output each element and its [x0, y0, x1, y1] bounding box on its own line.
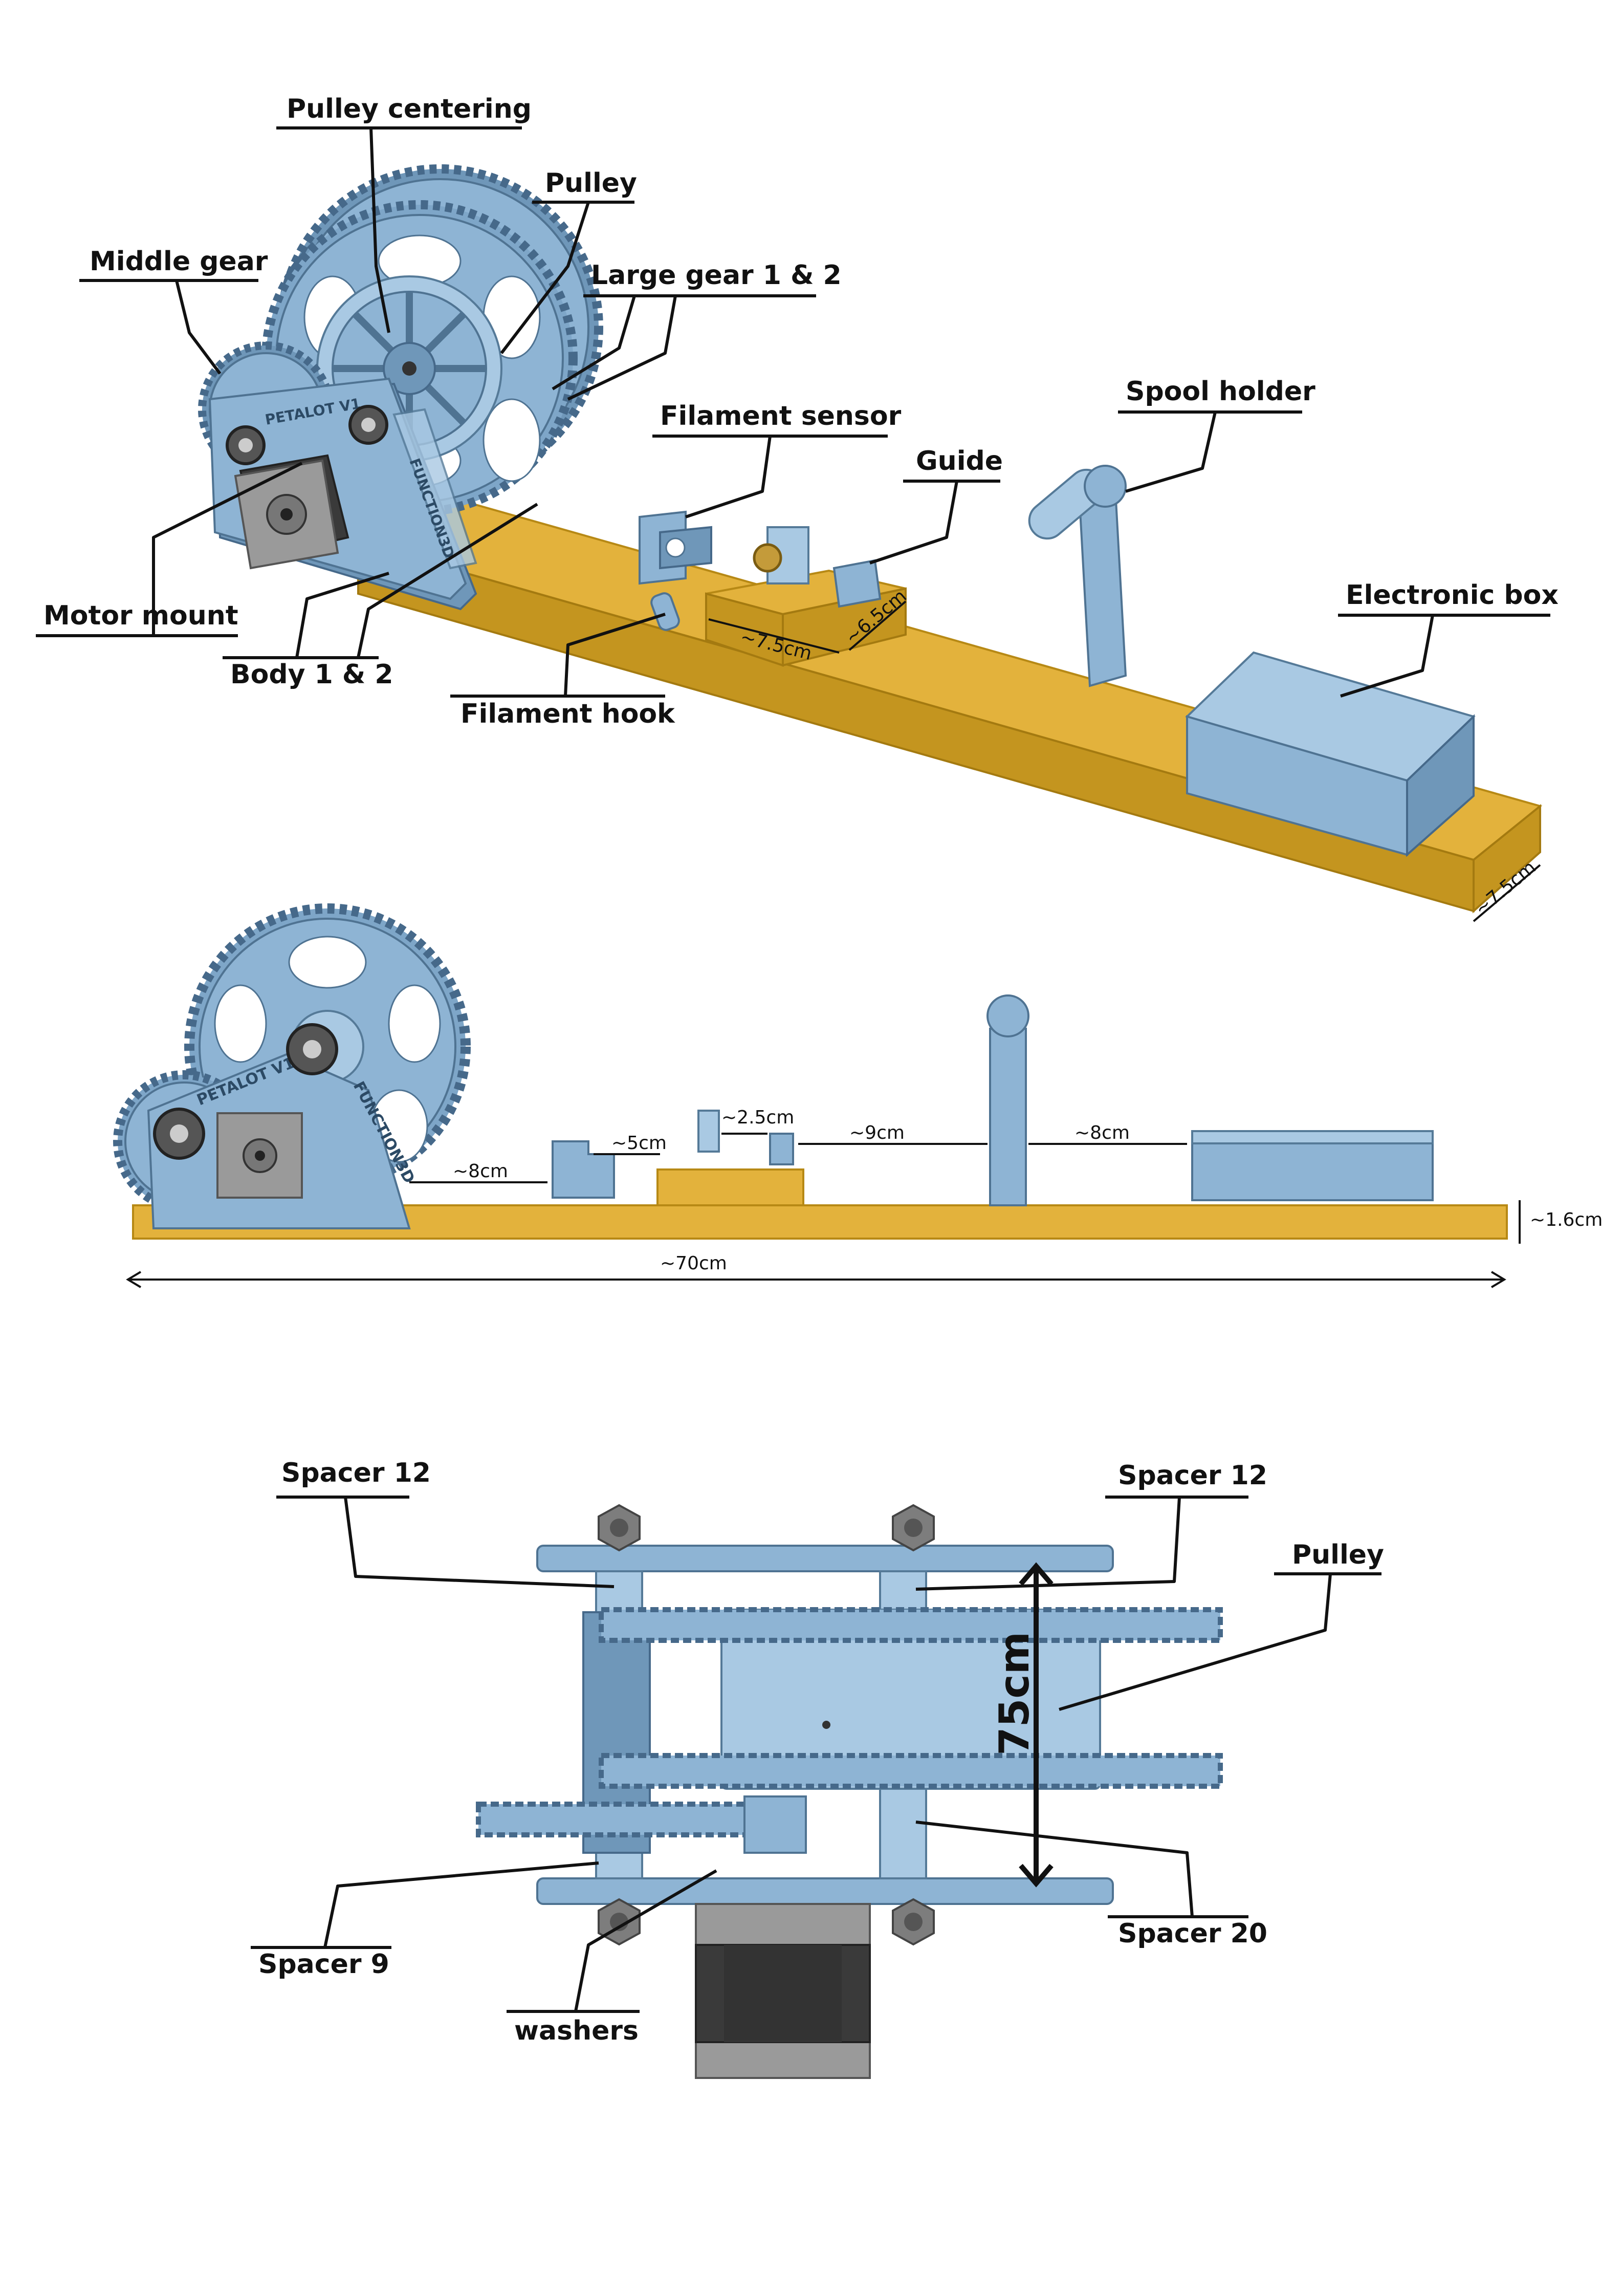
dim-body-to-sensor: ~8cm [453, 1161, 508, 1182]
callout-spacer-9: Spacer 9 [251, 1861, 599, 1980]
svg-text:Middle gear: Middle gear [90, 246, 268, 277]
filament-hook [650, 592, 680, 631]
filament-sensor [639, 510, 712, 585]
svg-text:Pulley: Pulley [1292, 1540, 1384, 1570]
callout-spacer-20: Spacer 20 [915, 1821, 1267, 1949]
dim-guide-gap: ~2.5cm [721, 1107, 794, 1128]
callout-body: Body 1 & 2 [223, 503, 538, 690]
svg-text:Spacer 12: Spacer 12 [1118, 1460, 1267, 1491]
stepper-motor [234, 454, 349, 570]
dim-height: 75cm [991, 1632, 1038, 1756]
callout-filament-sensor: Filament sensor [652, 401, 902, 518]
svg-text:Body 1 & 2: Body 1 & 2 [230, 659, 393, 690]
dim-base-thickness: ~1.6cm [1530, 1209, 1603, 1230]
svg-text:Filament hook: Filament hook [460, 699, 675, 729]
callout-pulley: Pulley [500, 168, 637, 354]
base-board-end [1473, 804, 1541, 914]
callout-motor-mount: Motor mount [36, 462, 303, 637]
svg-text:Electronic box: Electronic box [1346, 580, 1559, 611]
dim-spool-to-box: ~8cm [1074, 1122, 1130, 1143]
callout-filament-hook: Filament hook [450, 613, 675, 729]
callout-pulley-front: Pulley [1059, 1540, 1384, 1711]
svg-text:Pulley: Pulley [545, 168, 637, 199]
svg-text:Spacer 20: Spacer 20 [1118, 1918, 1267, 1949]
front-view: 75cm Spacer 12 Spacer 12 Pulley Spacer 9… [251, 1458, 1384, 2079]
svg-text:washers: washers [514, 2016, 639, 2046]
callout-middle-gear: Middle gear [79, 246, 268, 375]
callout-pulley-centering: Pulley centering [276, 94, 532, 333]
callout-spool-holder: Spool holder [1118, 376, 1315, 493]
svg-text:Spacer 12: Spacer 12 [281, 1458, 431, 1488]
dim-total-length: ~70cm [660, 1253, 727, 1274]
svg-text:Large gear 1 & 2: Large gear 1 & 2 [591, 260, 842, 291]
spool-holder [1028, 465, 1127, 687]
callout-guide: Guide [869, 446, 1003, 565]
callout-spacer-12-right: Spacer 12 [915, 1460, 1267, 1591]
svg-text:Pulley centering: Pulley centering [287, 94, 532, 124]
svg-text:Motor mount: Motor mount [43, 600, 238, 631]
side-view: PETALOT V1 FUNCTION3D ~8cm ~5cm ~2.5cm ~… [113, 903, 1603, 1288]
callout-large-gear: Large gear 1 & 2 [552, 260, 842, 401]
dim-sensor-to-guide: ~5cm [611, 1133, 667, 1154]
svg-text:Spacer 9: Spacer 9 [258, 1949, 389, 1980]
svg-text:Guide: Guide [916, 446, 1003, 476]
svg-text:Spool holder: Spool holder [1126, 376, 1315, 407]
dim-guide-to-spool: ~9cm [849, 1122, 905, 1143]
callout-spacer-12-left: Spacer 12 [276, 1458, 615, 1588]
electronic-box [1185, 651, 1476, 857]
svg-text:Filament sensor: Filament sensor [660, 401, 902, 431]
isometric-view: PETALOT V1 FUNCTION3D [36, 94, 1559, 922]
callout-washers: washers [507, 1869, 717, 2046]
callout-electronic-box: Electronic box [1338, 580, 1559, 698]
